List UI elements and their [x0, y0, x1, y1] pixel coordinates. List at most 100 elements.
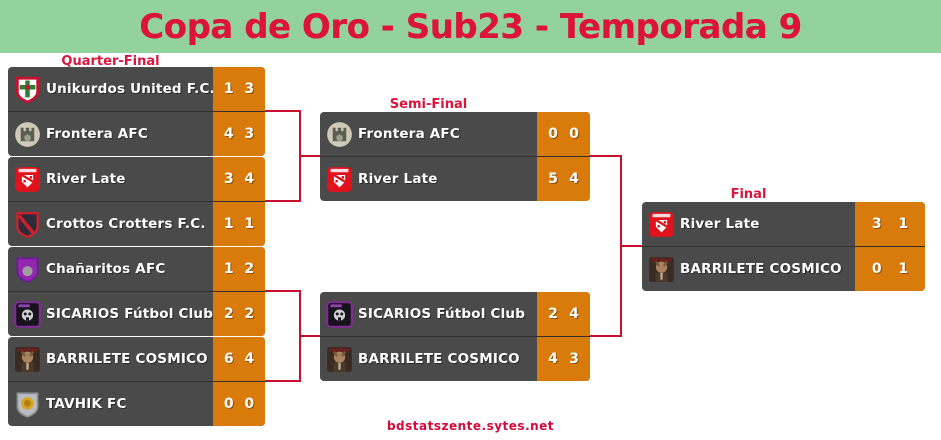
score-leg1: 2	[223, 306, 234, 322]
team-name: River Late	[358, 171, 438, 187]
bracket-connector	[265, 380, 301, 382]
score-cell: 1 2	[213, 247, 265, 291]
score-cell: 3 1	[855, 202, 925, 246]
team-name: Crottos Crotters F.C.	[46, 216, 206, 232]
score-leg1: 0	[871, 261, 882, 277]
score-cell: 0 1	[855, 247, 925, 291]
score-leg2: 3	[244, 81, 255, 97]
match-box-final: River Late 3 1 BARRILETE COSMICO 0 1	[642, 202, 925, 291]
score-leg2: 3	[569, 351, 579, 367]
team-name: Unikurdos United F.C.	[46, 81, 215, 97]
score-leg2: 4	[569, 306, 579, 322]
river-late-logo-icon	[326, 166, 353, 193]
score-leg1: 6	[223, 351, 234, 367]
match-box-quarter-4: BARRILETE COSMICO 6 4 TAVHIK FC 0 0	[8, 337, 265, 426]
barrilete-cosmico-logo-icon	[648, 256, 675, 283]
score-cell: 3 4	[213, 157, 265, 201]
score-leg2: 1	[244, 216, 255, 232]
score-leg2: 0	[244, 396, 255, 412]
score-leg2: 4	[244, 351, 255, 367]
team-name: Frontera AFC	[46, 126, 148, 142]
score-leg1: 5	[548, 171, 558, 187]
team-name: TAVHIK FC	[46, 396, 127, 412]
score-cell: 5 4	[537, 157, 590, 201]
bracket-connector	[265, 290, 301, 292]
score-leg1: 2	[548, 306, 558, 322]
team-row: BARRILETE COSMICO 4 3	[320, 336, 590, 381]
team-name: BARRILETE COSMICO	[358, 351, 520, 367]
score-leg2: 2	[244, 261, 255, 277]
round-label-semi-final: Semi-Final	[389, 97, 468, 112]
team-row: Frontera AFC 0 0	[320, 112, 590, 156]
river-late-logo-icon	[648, 211, 675, 238]
chanaritos-afc-logo-icon	[14, 256, 41, 283]
team-row: SICARIOS Fútbol Club 2 4	[320, 292, 590, 336]
score-leg2: 4	[244, 171, 255, 187]
team-name: River Late	[680, 216, 760, 232]
team-row: SICARIOS Fútbol Club 2 2	[8, 291, 265, 336]
team-row: River Late 3 1	[642, 202, 925, 246]
score-leg1: 1	[223, 81, 234, 97]
score-cell: 1 1	[213, 202, 265, 246]
team-row: Frontera AFC 4 3	[8, 111, 265, 156]
team-row: Unikurdos United F.C. 1 3	[8, 67, 265, 111]
score-cell: 0 0	[213, 382, 265, 426]
score-leg2: 3	[244, 126, 255, 142]
score-leg1: 4	[548, 351, 558, 367]
score-cell: 2 2	[213, 292, 265, 336]
score-cell: 2 4	[537, 292, 590, 336]
score-cell: 4 3	[537, 337, 590, 381]
match-box-quarter-3: Chañaritos AFC 1 2 SICARIOS Fútbol Club …	[8, 247, 265, 336]
frontera-afc-logo-icon	[326, 121, 353, 148]
match-box-semi-2: SICARIOS Fútbol Club 2 4 BARRILETE COSMI…	[320, 292, 590, 381]
bracket-connector	[620, 155, 622, 337]
score-leg2: 2	[244, 306, 255, 322]
team-name: SICARIOS Fútbol Club	[46, 306, 214, 322]
bracket-connector	[265, 200, 301, 202]
team-row: BARRILETE COSMICO 0 1	[642, 246, 925, 291]
team-row: River Late 3 4	[8, 157, 265, 201]
tavhik-fc-logo-icon	[14, 391, 41, 418]
score-leg2: 0	[569, 126, 579, 142]
bracket-connector	[622, 245, 642, 247]
round-label-final: Final	[730, 187, 767, 202]
score-leg1: 3	[223, 171, 234, 187]
score-cell: 6 4	[213, 337, 265, 381]
score-cell: 0 0	[537, 112, 590, 156]
round-label-quarter-final: Quarter-Final	[61, 54, 160, 69]
header-banner: Copa de Oro - Sub23 - Temporada 9	[0, 0, 941, 53]
bracket-connector	[265, 110, 301, 112]
bracket-connector	[299, 110, 301, 202]
team-row: BARRILETE COSMICO 6 4	[8, 337, 265, 381]
team-row: Crottos Crotters F.C. 1 1	[8, 201, 265, 246]
match-box-semi-1: Frontera AFC 0 0 River Late 5 4	[320, 112, 590, 201]
team-name: SICARIOS Fútbol Club	[358, 306, 526, 322]
score-leg1: 4	[223, 126, 234, 142]
bracket-connector	[301, 155, 320, 157]
barrilete-cosmico-logo-icon	[326, 346, 353, 373]
score-cell: 1 3	[213, 67, 265, 111]
score-leg2: 1	[898, 216, 909, 232]
page-title: Copa de Oro - Sub23 - Temporada 9	[139, 6, 802, 47]
sicarios-futbol-club-logo-icon	[14, 301, 41, 328]
score-leg1: 0	[548, 126, 558, 142]
score-leg2: 4	[569, 171, 579, 187]
team-row: TAVHIK FC 0 0	[8, 381, 265, 426]
team-name: River Late	[46, 171, 126, 187]
bracket-connector	[299, 290, 301, 382]
barrilete-cosmico-logo-icon	[14, 346, 41, 373]
team-name: BARRILETE COSMICO	[680, 261, 842, 277]
crottos-crotters-logo-icon	[14, 211, 41, 238]
team-name: BARRILETE COSMICO	[46, 351, 208, 367]
score-leg1: 0	[223, 396, 234, 412]
bracket-connector	[590, 155, 621, 157]
sicarios-futbol-club-logo-icon	[326, 301, 353, 328]
watermark-text: bdstatszente.sytes.net	[386, 419, 555, 433]
bracket-connector	[590, 335, 621, 337]
team-name: Frontera AFC	[358, 126, 460, 142]
team-row: River Late 5 4	[320, 156, 590, 201]
score-leg1: 1	[223, 261, 234, 277]
team-row: Chañaritos AFC 1 2	[8, 247, 265, 291]
score-leg1: 1	[223, 216, 234, 232]
unikurdos-united-logo-icon	[14, 76, 41, 103]
